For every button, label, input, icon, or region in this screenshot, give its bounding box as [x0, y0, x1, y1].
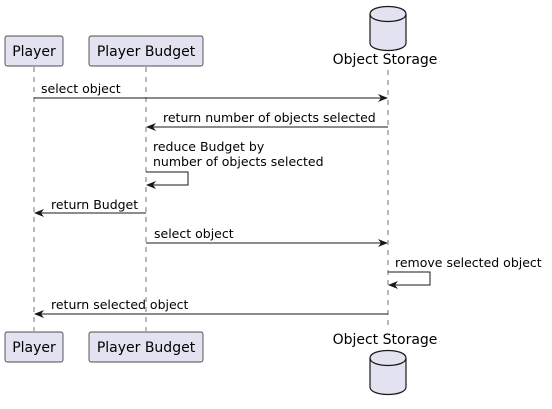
- participant-object-storage-bottom-label: Object Storage: [333, 332, 438, 348]
- participant-player-budget-top-label: Player Budget: [97, 44, 196, 60]
- message-label: select object: [154, 226, 234, 241]
- message-label: remove selected object: [395, 255, 542, 270]
- message-label: return selected object: [51, 297, 189, 312]
- message-label: return Budget: [51, 197, 138, 212]
- message-reduce-budget: reduce Budget by number of objects selec…: [146, 139, 324, 189]
- message-select-object-1: select object: [34, 81, 388, 102]
- participant-player-budget-top: Player Budget: [88, 35, 204, 67]
- message-label-line2: number of objects selected: [153, 154, 324, 169]
- participant-object-storage-top: Object Storage: [333, 5, 438, 68]
- message-select-object-2: select object: [146, 226, 388, 247]
- participant-player-budget-bottom: Player Budget: [88, 331, 204, 363]
- message-label: select object: [41, 81, 121, 96]
- participant-player-bottom: Player: [4, 331, 64, 363]
- message-return-number-selected: return number of objects selected: [146, 110, 388, 131]
- participant-object-storage-top-label: Object Storage: [333, 52, 438, 68]
- message-remove-selected-object: remove selected object: [388, 255, 542, 289]
- message-return-budget: return Budget: [34, 197, 146, 217]
- database-icon: [369, 349, 407, 396]
- participant-object-storage-bottom: Object Storage: [333, 332, 438, 396]
- participant-player-top: Player: [4, 35, 64, 67]
- message-return-selected-object: return selected object: [34, 297, 388, 318]
- participant-player-bottom-label: Player: [12, 340, 56, 356]
- participant-player-top-label: Player: [12, 44, 56, 60]
- participant-player-budget-bottom-label: Player Budget: [97, 340, 196, 356]
- message-label-line1: reduce Budget by: [153, 139, 265, 154]
- database-icon: [369, 5, 407, 52]
- message-label: return number of objects selected: [163, 110, 376, 125]
